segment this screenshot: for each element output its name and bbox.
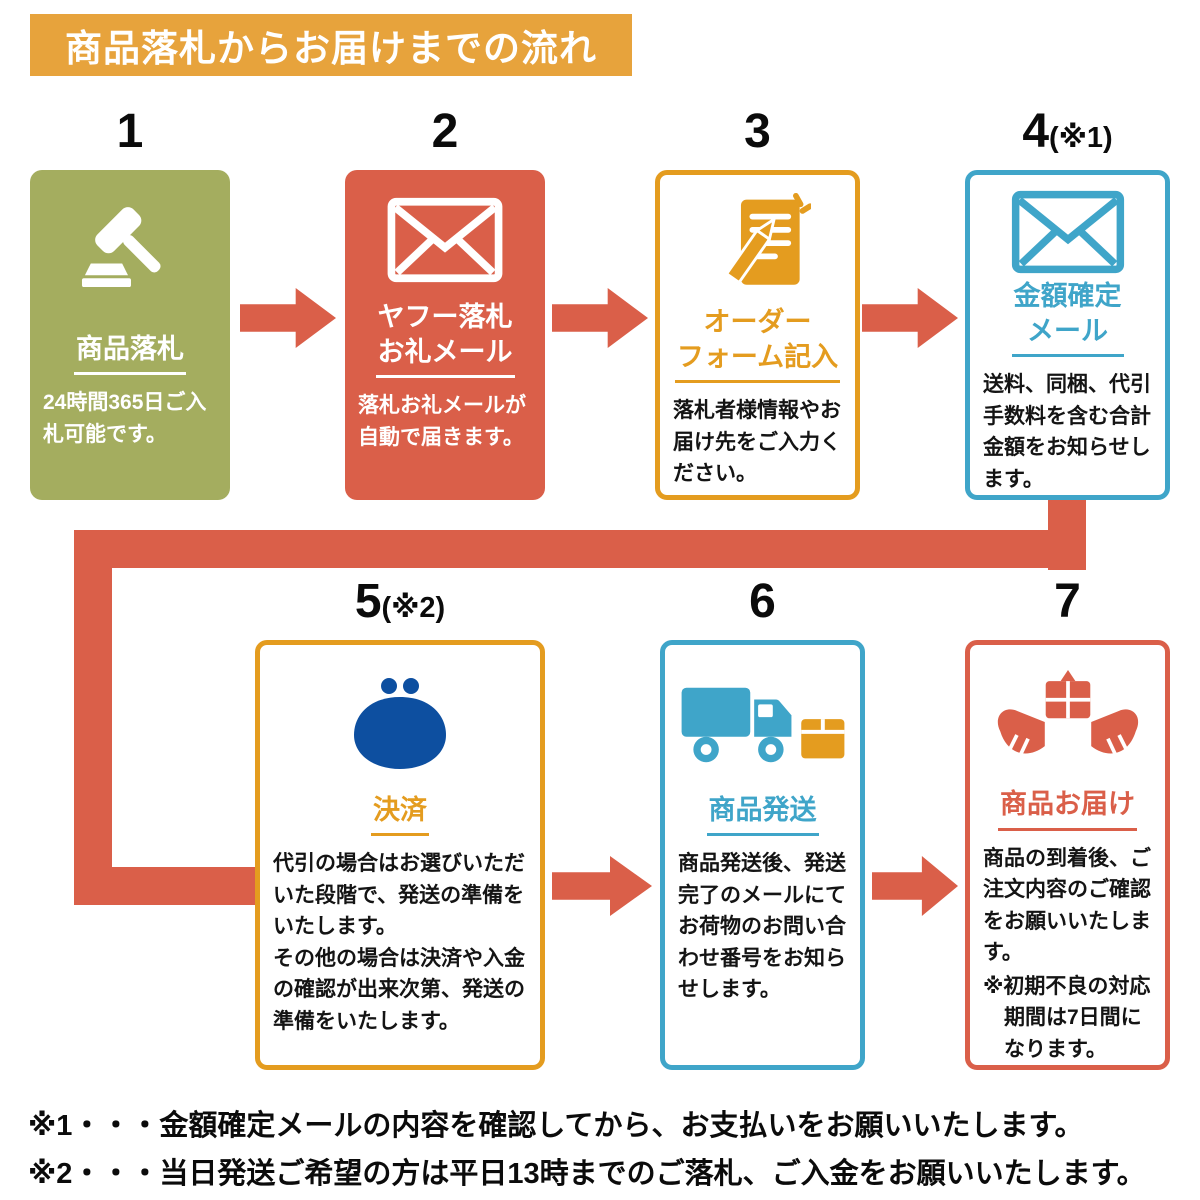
flow-arrow xyxy=(552,288,648,348)
step-desc: 24時間365日ご入札可能です。 xyxy=(43,391,207,446)
flow-arrow xyxy=(872,856,958,916)
pencil-form-icon xyxy=(705,187,811,303)
step-card-auction: 商品落札 24時間365日ご入札可能です。 xyxy=(30,170,230,500)
mail-icon xyxy=(385,182,505,298)
flow-connector-segment xyxy=(74,530,1086,568)
gavel-icon xyxy=(81,182,179,298)
step-number: 2 xyxy=(431,105,459,158)
step-desc: 商品の到着後、ご注文内容のご確認をお願いいたします。 xyxy=(983,846,1151,965)
step-desc: 代引の場合はお選びいただいた段階で、発送の準備をいたします。 その他の場合は決済… xyxy=(273,852,525,1033)
flow-connector-segment xyxy=(74,530,112,905)
coin-purse-icon xyxy=(344,659,456,791)
step-desc: 落札お礼メールが自動で届きます。 xyxy=(358,394,526,449)
step-card-price-mail: 金額確定 メール 送料、同梱、代引手数料を含む合計金額をお知らせします。 xyxy=(965,170,1170,500)
flow-arrow xyxy=(552,856,652,916)
step-title: オーダー フォーム記入 xyxy=(674,305,841,384)
step-title: 金額確定 メール xyxy=(1011,279,1124,357)
step-desc: 送料、同梱、代引手数料を含む合計金額をお知らせします。 xyxy=(983,373,1151,491)
step-desc-note: ※初期不良の対応期間は7日間になります。 xyxy=(983,974,1151,1061)
step-number: 5(※2) xyxy=(354,575,446,628)
truck-box-icon xyxy=(679,659,847,791)
flow-arrow xyxy=(240,288,336,348)
step-desc: 商品発送後、発送完了のメールにてお荷物のお問い合わせ番号をお知らせします。 xyxy=(678,852,846,1002)
step-card-delivery: 商品お届け 商品の到着後、ご注文内容のご確認をお願いいたします。 ※初期不良の対… xyxy=(965,640,1170,1070)
step-title: 決済 xyxy=(371,793,429,837)
step-number: 1 xyxy=(116,105,144,158)
step-number: 4(※1) xyxy=(1022,105,1113,158)
step-title: 商品お届け xyxy=(998,787,1137,831)
step-number: 6 xyxy=(749,575,776,628)
step-card-order-form: オーダー フォーム記入 落札者様情報やお届け先をご入力ください。 xyxy=(655,170,860,500)
step-title: 商品発送 xyxy=(706,793,819,837)
step-desc: 落札者様情報やお届け先をご入力ください。 xyxy=(673,399,841,486)
flow-arrow xyxy=(862,288,958,348)
step-card-shipping: 商品発送 商品発送後、発送完了のメールにてお荷物のお問い合わせ番号をお知らせしま… xyxy=(660,640,865,1070)
step-title: 商品落札 xyxy=(74,332,186,376)
page-title: 商品落札からお届けまでの流れ xyxy=(30,14,632,76)
flow-connector-segment xyxy=(74,867,258,905)
step-number: 3 xyxy=(744,105,771,158)
step-card-payment: 決済 代引の場合はお選びいただいた段階で、発送の準備をいたします。 その他の場合… xyxy=(255,640,545,1070)
step-title: ヤフー落札 お礼メール xyxy=(375,300,515,379)
step-card-thankyou-mail: ヤフー落札 お礼メール 落札お礼メールが自動で届きます。 xyxy=(345,170,545,500)
footnote-2: ※2・・・当日発送ご希望の方は平日13時までのご落札、ご入金をお願いいたします。 xyxy=(28,1158,1146,1190)
step-number: 7 xyxy=(1054,575,1081,628)
footnote-1: ※1・・・金額確定メールの内容を確認してから、お支払いをお願いいたします。 xyxy=(28,1110,1084,1142)
mail-icon xyxy=(1009,187,1127,277)
hands-package-icon xyxy=(988,659,1148,785)
